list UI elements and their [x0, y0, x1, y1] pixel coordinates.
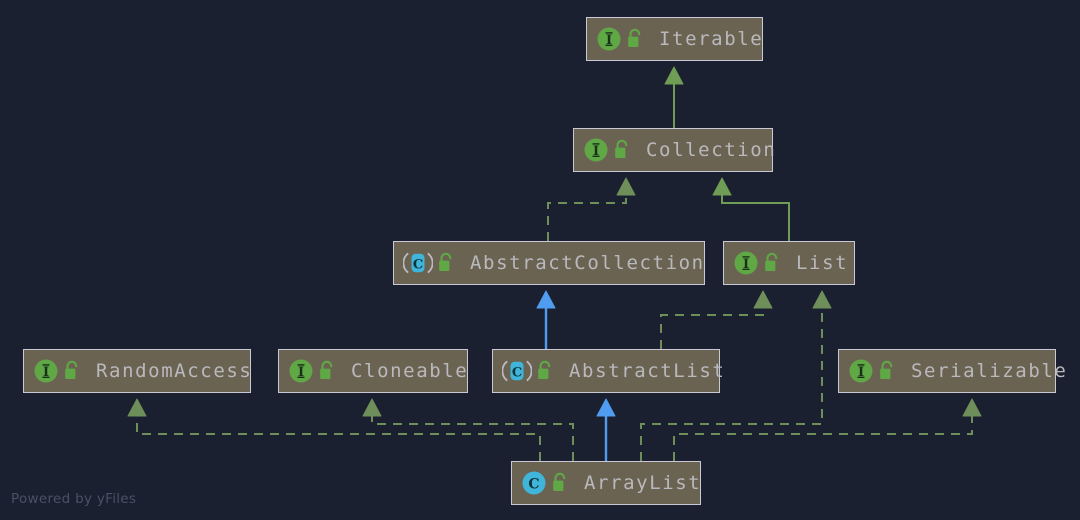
node-label: List	[796, 252, 849, 274]
arrowhead-arraylist-to-abstractlist	[596, 398, 616, 417]
public-lock-icon	[762, 252, 782, 274]
class-icon: C	[521, 470, 547, 496]
node-label: AbstractList	[569, 360, 726, 382]
arrowhead-abstractlist-to-list	[753, 290, 773, 309]
edge-line	[640, 306, 823, 461]
public-lock-icon	[436, 252, 456, 274]
arrowhead-arraylist-to-cloneable	[362, 398, 382, 417]
arrowhead-abstractcollection-to-collection	[616, 177, 636, 196]
public-lock-icon	[612, 139, 632, 161]
svg-text:I: I	[298, 365, 304, 380]
node-label: Iterable	[659, 28, 764, 50]
svg-text:C: C	[413, 257, 423, 272]
uml-node-array-list[interactable]: C ArrayList	[511, 461, 701, 505]
arrowhead-list-to-collection	[712, 177, 732, 196]
interface-icon: I	[33, 358, 59, 384]
uml-node-random-access[interactable]: I RandomAccess	[23, 349, 251, 393]
edge-line	[721, 193, 790, 241]
edge-abstractlist-to-abstractcollection[interactable]	[536, 290, 556, 349]
node-icon-group: I	[848, 358, 897, 384]
edge-arraylist-to-abstractlist[interactable]	[596, 398, 616, 461]
public-lock-icon	[62, 360, 82, 382]
public-lock-icon	[877, 360, 897, 382]
edge-line	[547, 193, 627, 241]
node-icon-group: C	[521, 470, 570, 496]
edge-arraylist-to-list[interactable]	[640, 290, 832, 461]
node-label: Collection	[646, 139, 777, 161]
uml-node-serializable[interactable]: I Serializable	[838, 349, 1066, 393]
node-icon-group: I	[33, 358, 82, 384]
uml-node-iterable[interactable]: I Iterable	[586, 17, 763, 61]
abstract-class-icon: C	[403, 250, 433, 276]
public-lock-icon	[535, 360, 555, 382]
public-lock-icon	[550, 472, 570, 494]
svg-text:C: C	[528, 477, 539, 493]
svg-text:I: I	[606, 33, 612, 48]
arrowhead-collection-to-iterable	[664, 66, 684, 85]
node-label: AbstractCollection	[470, 252, 705, 274]
node-icon-group: C	[403, 250, 456, 276]
uml-node-list[interactable]: I List	[723, 241, 855, 285]
edge-arraylist-to-serializable[interactable]	[673, 398, 982, 461]
public-lock-icon	[317, 360, 337, 382]
node-label: Serializable	[911, 360, 1068, 382]
uml-node-abstract-list[interactable]: C AbstractList	[492, 349, 724, 393]
svg-text:I: I	[593, 144, 599, 159]
svg-text:C: C	[512, 365, 522, 380]
arrowhead-arraylist-to-list	[812, 290, 832, 309]
node-icon-group: C	[502, 358, 555, 384]
node-label: ArrayList	[584, 472, 702, 494]
node-icon-group: I	[583, 137, 632, 163]
node-icon-group: I	[733, 250, 782, 276]
edge-abstractcollection-to-collection[interactable]	[547, 177, 636, 241]
interface-icon: I	[848, 358, 874, 384]
yfiles-watermark: Powered by yFiles	[11, 491, 137, 507]
edge-arraylist-to-randomaccess[interactable]	[127, 398, 541, 461]
interface-icon: I	[596, 26, 622, 52]
edge-line	[371, 414, 574, 461]
node-icon-group: I	[288, 358, 337, 384]
edge-line	[136, 414, 541, 461]
arrowhead-abstractlist-to-abstractcollection	[536, 290, 556, 309]
edge-line	[660, 306, 764, 349]
edge-line	[673, 414, 973, 461]
arrowhead-arraylist-to-serializable	[962, 398, 982, 417]
svg-text:I: I	[743, 257, 749, 272]
uml-node-cloneable[interactable]: I Cloneable	[278, 349, 468, 393]
arrowhead-arraylist-to-randomaccess	[127, 398, 147, 417]
node-label: Cloneable	[351, 360, 469, 382]
interface-icon: I	[583, 137, 609, 163]
node-icon-group: I	[596, 26, 645, 52]
public-lock-icon	[625, 28, 645, 50]
interface-icon: I	[733, 250, 759, 276]
uml-node-collection[interactable]: I Collection	[573, 128, 777, 172]
svg-text:I: I	[43, 365, 49, 380]
svg-text:I: I	[858, 365, 864, 380]
edge-arraylist-to-cloneable[interactable]	[362, 398, 574, 461]
abstract-class-icon: C	[502, 358, 532, 384]
edge-collection-to-iterable[interactable]	[664, 66, 684, 128]
interface-icon: I	[288, 358, 314, 384]
edge-list-to-collection[interactable]	[712, 177, 790, 241]
uml-node-abstract-collection[interactable]: C AbstractCollection	[393, 241, 705, 285]
edge-abstractlist-to-list[interactable]	[660, 290, 773, 349]
node-label: RandomAccess	[96, 360, 253, 382]
